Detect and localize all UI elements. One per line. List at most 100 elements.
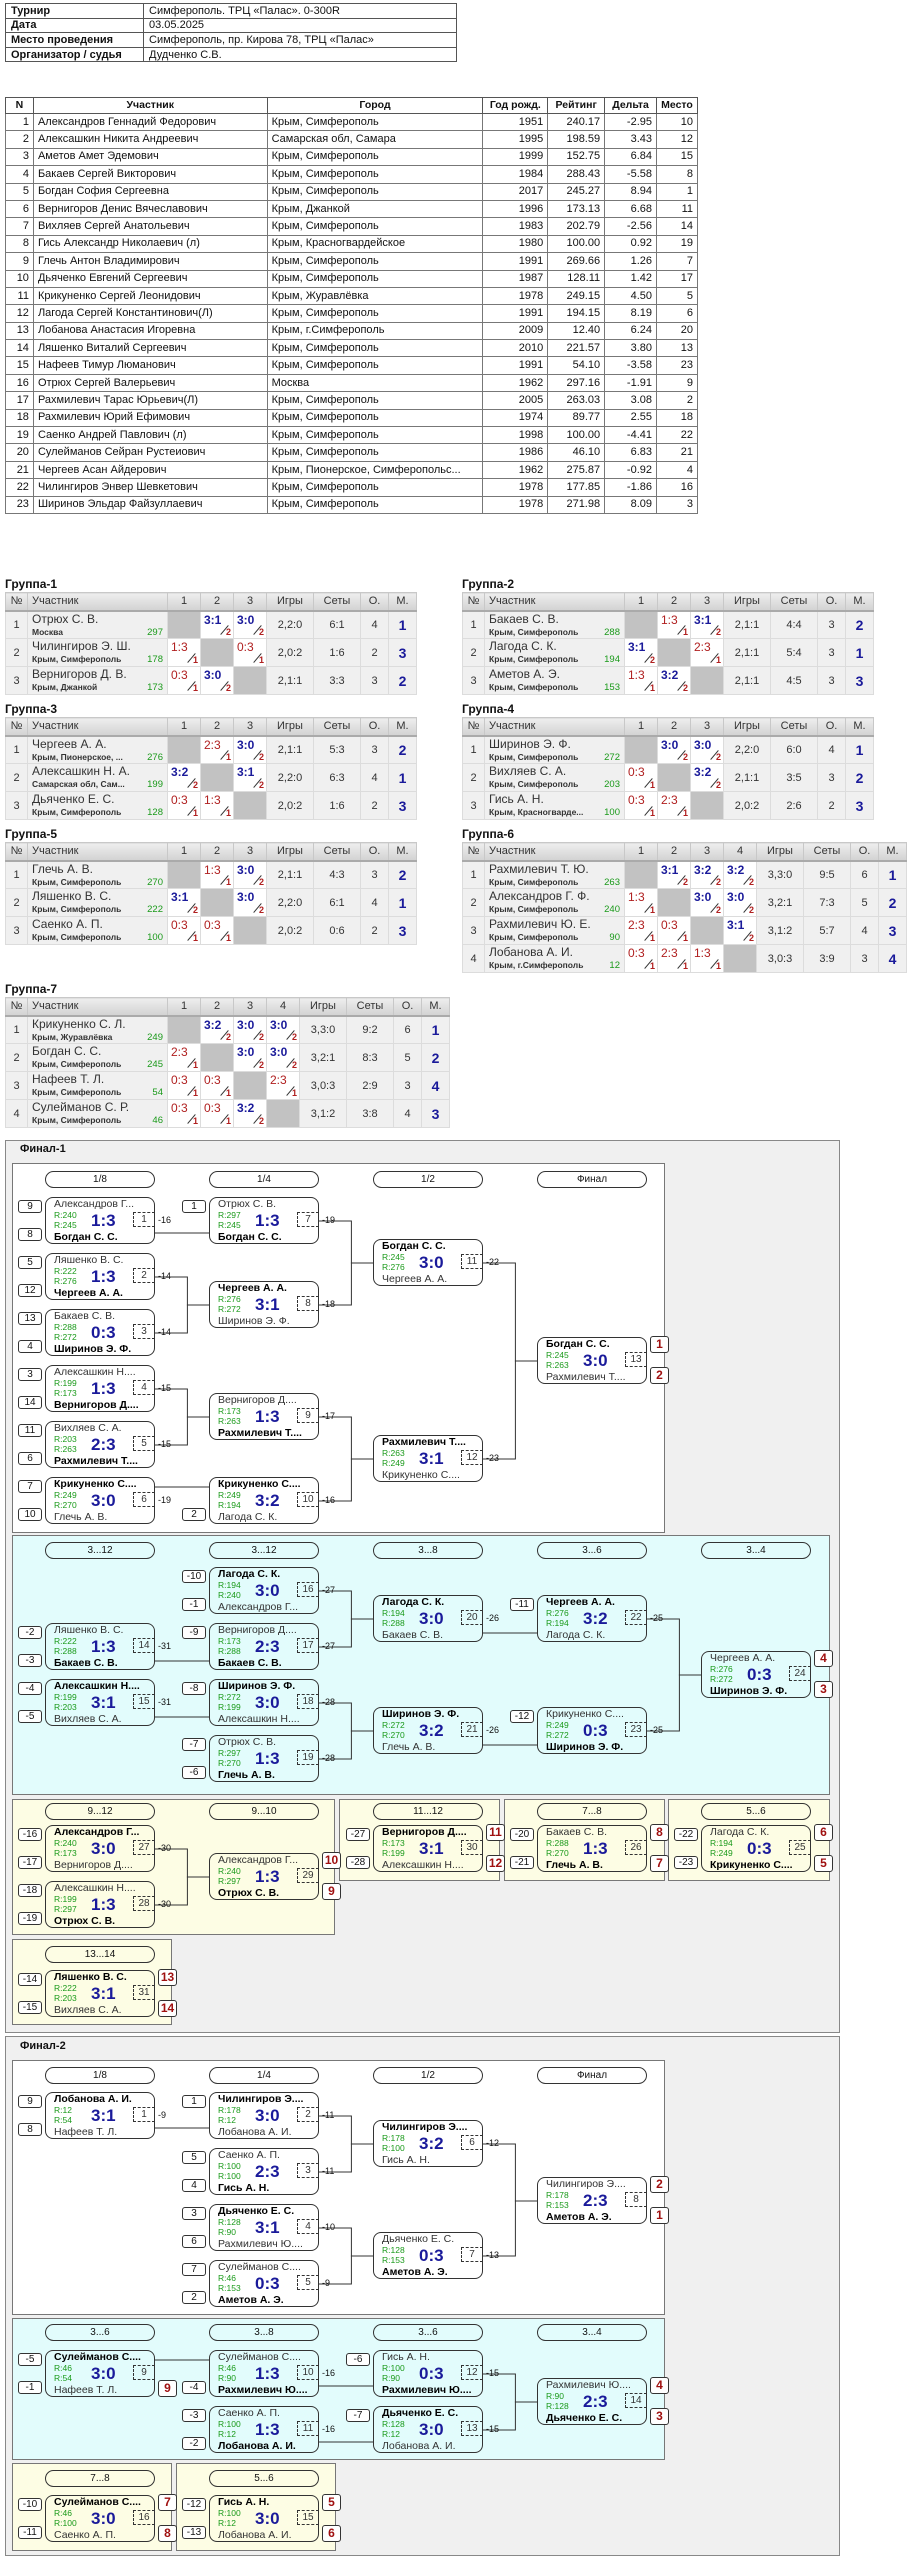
- top-player-name[interactable]: Ширинов Э. Ф.: [218, 1680, 296, 1692]
- top-player-name[interactable]: Ляшенко В. С.: [54, 1971, 127, 1983]
- top-player-name[interactable]: Вернигоров Д....: [218, 1394, 297, 1406]
- column-header[interactable]: N: [5, 97, 34, 114]
- bottom-player-name[interactable]: Гись А. Н.: [218, 2182, 270, 2194]
- top-player-name[interactable]: Бакаев С. В.: [546, 1826, 608, 1838]
- player-name[interactable]: Аметов А. Э.: [489, 667, 560, 681]
- player-name[interactable]: Отрюх С. В.: [32, 611, 99, 626]
- player-name[interactable]: Вернигоров Д. В.: [32, 667, 127, 681]
- top-player-name[interactable]: Чилингиров Э....: [382, 2121, 468, 2133]
- player-name[interactable]: Чилингиров Э. Ш.: [32, 639, 131, 653]
- player-name[interactable]: Глечь А. В.: [32, 861, 93, 876]
- bottom-player-name[interactable]: Ширинов Э. Ф.: [218, 1315, 290, 1327]
- top-player-name[interactable]: Дьяченко Е. С.: [382, 2407, 459, 2419]
- bottom-player-name[interactable]: Лагода С. К.: [218, 1511, 278, 1523]
- top-player-name[interactable]: Рахмилевич Т....: [382, 1436, 466, 1448]
- player-name[interactable]: Крикуненко С. Л.: [32, 1016, 126, 1031]
- player-name[interactable]: Сулейманов С. Р.: [32, 1100, 130, 1114]
- player-name[interactable]: Вихляев С. А.: [489, 764, 567, 778]
- player-name[interactable]: Богдан С. С.: [32, 1044, 102, 1058]
- top-player-name[interactable]: Богдан С. С.: [382, 1240, 446, 1252]
- bottom-player-name[interactable]: Лагода С. К.: [546, 1629, 606, 1641]
- bottom-player-name[interactable]: Аметов А. Э.: [218, 2294, 284, 2306]
- top-player-name[interactable]: Чилингиров Э....: [546, 2178, 626, 2190]
- bottom-player-name[interactable]: Отрюх С. В.: [218, 1887, 280, 1899]
- bottom-player-name[interactable]: Александров Г...: [218, 1601, 299, 1613]
- bottom-player-name[interactable]: Нафеев Т. Л.: [54, 2384, 118, 2396]
- bottom-player-name[interactable]: Глечь А. В.: [218, 1769, 275, 1781]
- top-player-name[interactable]: Алексашкин Н....: [54, 1882, 136, 1894]
- column-header[interactable]: Участник: [32, 97, 268, 114]
- column-header[interactable]: Место: [656, 97, 698, 114]
- player-name[interactable]: Бакаев С. В.: [489, 611, 559, 626]
- bottom-player-name[interactable]: Нафеев Т. Л.: [54, 2126, 118, 2138]
- top-player-name[interactable]: Чергеев А. А.: [546, 1596, 615, 1608]
- player-name[interactable]: Лагода С. К.: [489, 639, 557, 653]
- column-header[interactable]: Год рожд.: [482, 97, 549, 114]
- top-player-name[interactable]: Алексашкин Н....: [54, 1680, 140, 1692]
- top-player-name[interactable]: Чилингиров Э....: [218, 2093, 304, 2105]
- column-header[interactable]: Рейтинг: [547, 97, 606, 114]
- bottom-player-name[interactable]: Ширинов Э. Ф.: [546, 1741, 624, 1753]
- bottom-player-name[interactable]: Рахмилевич Т....: [546, 1371, 626, 1383]
- bottom-player-name[interactable]: Лобанова А. И.: [218, 2440, 296, 2452]
- player-name[interactable]: Нафеев Т. Л.: [32, 1072, 105, 1086]
- bottom-player-name[interactable]: Рахмилевич Ю....: [218, 2384, 308, 2396]
- top-player-name[interactable]: Лагода С. К.: [710, 1826, 770, 1838]
- top-player-name[interactable]: Сулейманов С....: [218, 2351, 301, 2363]
- player-name[interactable]: Лобанова А. И.: [489, 945, 573, 959]
- top-player-name[interactable]: Александров Г...: [54, 1826, 140, 1838]
- top-player-name[interactable]: Вихляев С. А.: [54, 1422, 122, 1434]
- top-player-name[interactable]: Ляшенко В. С.: [54, 1624, 124, 1636]
- bottom-player-name[interactable]: Лобанова А. И.: [382, 2440, 456, 2452]
